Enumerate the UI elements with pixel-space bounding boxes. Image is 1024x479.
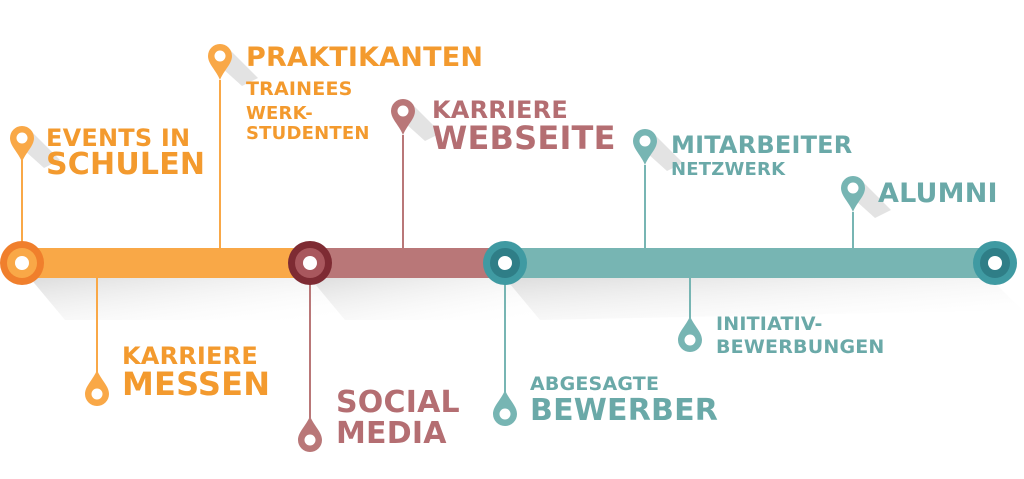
node-start-icon	[0, 241, 44, 285]
node-rose-icon	[288, 241, 332, 285]
label-mitarbeiter: MITARBEITER NETZWERK	[671, 133, 852, 180]
label-praktikanten: PRAKTIKANTEN	[246, 42, 484, 73]
label-messen-line2: MESSEN	[122, 365, 271, 404]
pin-webseite-icon	[391, 99, 415, 135]
label-initiativ-bewerbungen: INITIATIV- BEWERBUNGEN	[716, 313, 885, 359]
label-webseite-line2: WEBSEITE	[432, 119, 616, 158]
label-abgesagte-bewerber: ABGESAGTE BEWERBER	[530, 373, 719, 429]
pin-messen-icon	[85, 370, 109, 406]
label-events-line1: EVENTS IN	[46, 124, 191, 152]
node-teal-icon	[483, 241, 527, 285]
label-initiativ-line1: INITIATIV-	[716, 313, 823, 335]
pin-alumni-icon	[841, 176, 865, 212]
pin-mitarbeiter-icon	[633, 129, 657, 165]
label-social-line1: SOCIAL	[336, 385, 460, 420]
label-events: EVENTS IN SCHULEN	[46, 126, 205, 181]
pin-abgesagte-icon	[493, 390, 517, 426]
pin-events-icon	[10, 126, 34, 162]
label-initiativ-line2: BEWERBUNGEN	[716, 335, 885, 358]
pin-initiativ-icon	[678, 316, 702, 352]
label-karriere-messen: KARRIERE MESSEN	[122, 344, 270, 401]
label-mitarbeiter-line2: NETZWERK	[671, 159, 786, 181]
label-social-media: SOCIAL MEDIA	[336, 385, 460, 451]
timeline-segment-teal	[505, 248, 995, 278]
pin-praktikanten-icon	[208, 44, 232, 80]
label-abgesagte-line1: ABGESAGTE	[530, 373, 660, 395]
timeline-segment-orange	[22, 248, 312, 278]
label-messen-line1: KARRIERE	[122, 342, 258, 370]
label-webseite-line1: KARRIERE	[432, 96, 568, 124]
timeline-segment-rose	[310, 248, 507, 278]
node-end-icon	[973, 241, 1017, 285]
label-alumni: ALUMNI	[878, 178, 998, 209]
label-social-line2: MEDIA	[336, 415, 447, 451]
label-werk-line2: STUDENTEN	[246, 122, 370, 144]
label-mitarbeiter-line1: MITARBEITER	[671, 131, 853, 159]
label-trainees: TRAINEES	[246, 78, 353, 100]
label-abgesagte-line2: BEWERBER	[530, 393, 719, 429]
label-events-line2: SCHULEN	[46, 147, 206, 183]
label-werk-line1: WERK-	[246, 103, 313, 124]
label-werkstudenten: WERK- STUDENTEN	[246, 104, 370, 144]
timeline-bar-shadow	[30, 278, 1022, 320]
pin-social-icon	[298, 416, 322, 452]
label-karriere-webseite: KARRIERE WEBSEITE	[432, 98, 616, 155]
